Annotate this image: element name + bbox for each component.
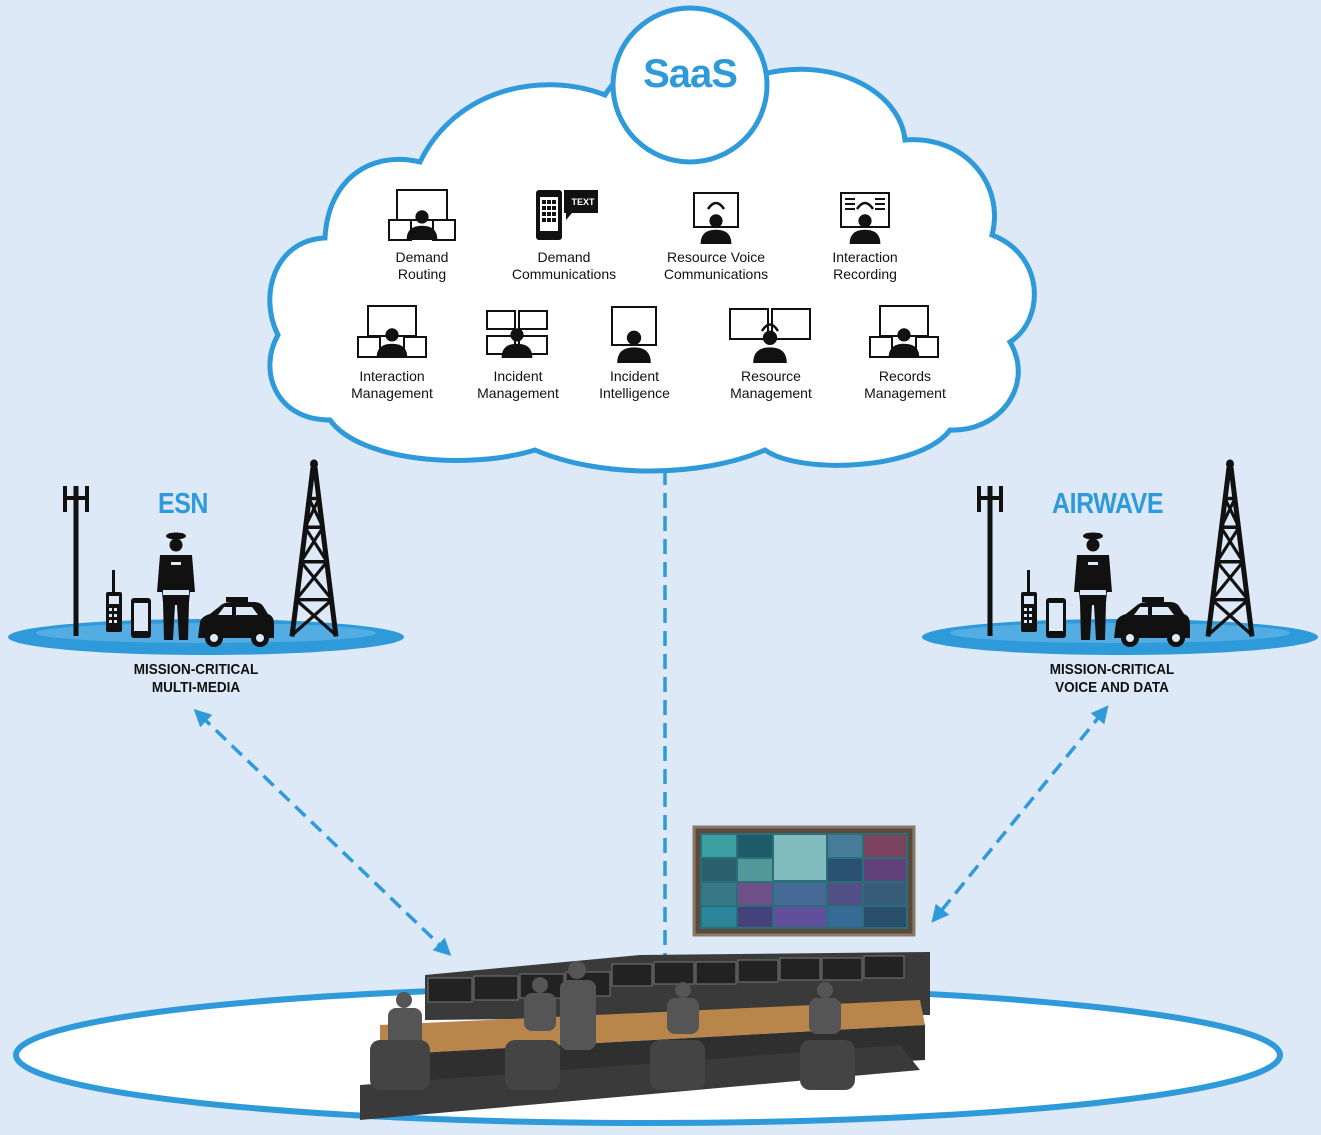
service-interaction-recording: Interaction Recording bbox=[805, 249, 925, 283]
service-resource-management: Resource Management bbox=[711, 368, 831, 402]
phone-text-icon bbox=[536, 190, 598, 240]
service-incident-intelligence: Incident Intelligence bbox=[582, 368, 687, 402]
service-incident-management: Incident Management bbox=[458, 368, 578, 402]
saas-circle bbox=[610, 5, 770, 165]
incident-intelligence-icon bbox=[611, 306, 657, 363]
service-line1: Incident bbox=[493, 368, 543, 384]
service-line1: Demand bbox=[395, 249, 449, 265]
headset-agent-icon bbox=[693, 192, 739, 244]
service-demand-communications: Demand Communications bbox=[494, 249, 634, 283]
service-line1: Demand bbox=[537, 249, 591, 265]
control-room-image bbox=[360, 952, 930, 1120]
service-line1: Records bbox=[878, 368, 932, 384]
interaction-management-icon bbox=[357, 305, 427, 358]
service-demand-routing: Demand Routing bbox=[362, 249, 482, 283]
esn-subtitle-line1: MISSION-CRITICAL bbox=[133, 661, 259, 678]
airwave-platform bbox=[922, 459, 1318, 655]
esn-platform bbox=[8, 459, 404, 655]
recording-agent-icon bbox=[840, 192, 890, 244]
airwave-to-control-room-link bbox=[931, 705, 1109, 923]
records-management-icon bbox=[869, 305, 939, 358]
service-line2: Management bbox=[730, 385, 812, 401]
airwave-subtitle-line2: VOICE AND DATA bbox=[1055, 679, 1169, 696]
service-resource-voice-communications: Resource Voice Communications bbox=[646, 249, 786, 283]
phone-icon bbox=[1046, 598, 1066, 638]
service-line2: Management bbox=[351, 385, 433, 401]
saas-cloud bbox=[267, 44, 1037, 474]
resource-management-icon bbox=[729, 308, 811, 363]
radio-tower-icon bbox=[292, 459, 336, 636]
service-interaction-management: Interaction Management bbox=[332, 368, 452, 402]
cell-mast-icon bbox=[977, 486, 1003, 636]
radio-tower-icon bbox=[1208, 459, 1252, 636]
service-line1: Incident bbox=[609, 368, 660, 384]
incident-management-icon bbox=[486, 310, 548, 358]
esn-title: ESN bbox=[158, 488, 209, 520]
esn-subtitle: MISSION-CRITICAL MULTI-MEDIA bbox=[106, 661, 286, 697]
video-wall-icon bbox=[692, 825, 916, 937]
service-line2: Recording bbox=[833, 266, 897, 282]
service-line2: Routing bbox=[397, 266, 447, 282]
service-line1: Resource bbox=[741, 368, 801, 384]
airwave-subtitle: MISSION-CRITICAL VOICE AND DATA bbox=[1022, 661, 1202, 697]
airwave-subtitle-line1: MISSION-CRITICAL bbox=[1049, 661, 1175, 678]
esn-subtitle-line2: MULTI-MEDIA bbox=[151, 679, 241, 696]
service-line2: Communications bbox=[511, 266, 617, 282]
service-line2: Management bbox=[477, 385, 559, 401]
service-line2: Intelligence bbox=[599, 385, 670, 401]
handset-icon bbox=[106, 570, 122, 632]
handset-icon bbox=[1021, 570, 1037, 632]
text-badge: TEXT bbox=[571, 197, 595, 207]
phone-icon bbox=[131, 598, 151, 638]
saas-title: SaaS bbox=[643, 52, 738, 96]
airwave-title: AIRWAVE bbox=[1052, 488, 1164, 520]
service-line1: Resource Voice bbox=[666, 249, 766, 265]
service-line2: Management bbox=[864, 385, 946, 401]
service-records-management: Records Management bbox=[845, 368, 965, 402]
service-line1: Interaction bbox=[359, 368, 425, 384]
person-monitors-icon bbox=[388, 189, 456, 241]
esn-to-control-room-link bbox=[193, 708, 452, 957]
service-line2: Communications bbox=[663, 266, 769, 282]
service-line1: Interaction bbox=[832, 249, 898, 265]
cell-mast-icon bbox=[63, 486, 89, 636]
